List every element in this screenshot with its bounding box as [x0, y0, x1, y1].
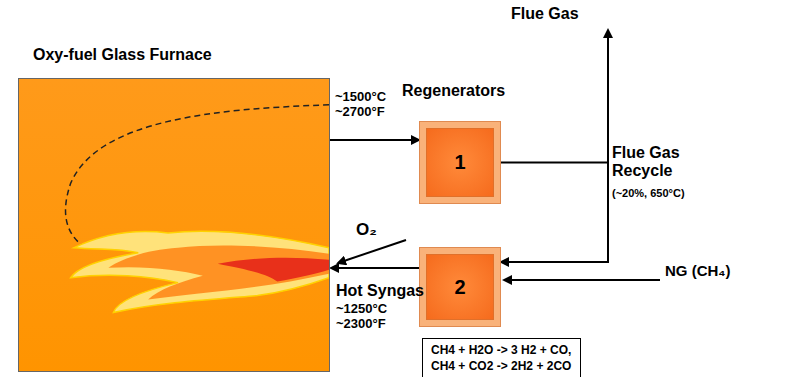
part-label: Regenerators [402, 82, 505, 100]
regenerator-box: 2 [420, 248, 500, 326]
stream-label: Flue Gas Recycle [612, 144, 696, 181]
stream-label: NG (CH₄) [665, 262, 730, 279]
flame-outer [71, 231, 329, 312]
ng-arrow [504, 279, 660, 281]
flow-arrow [500, 163, 608, 263]
reaction-box: CH4 + H2O -> 3 H2 + CO,CH4 + CO2 -> 2H2 … [422, 338, 581, 377]
stream-label: Hot Syngas [336, 282, 424, 300]
temperature-label: ~1250°C ~2300°F [336, 302, 402, 332]
flow-arrow [330, 139, 419, 141]
regenerator-box: 1 [420, 122, 500, 203]
note-label: (~20%, 650°C) [612, 187, 685, 200]
stream-label: Flue Gas [511, 5, 579, 23]
regenerator-number: 2 [454, 276, 465, 299]
flame-illustration [19, 79, 329, 371]
gas-path-line [66, 105, 329, 250]
flame-middle [108, 245, 329, 299]
regenerator-number: 1 [454, 151, 465, 174]
reaction-equation: CH4 + H2O -> 3 H2 + CO, [431, 342, 572, 358]
temperature-label: ~1500°C ~2700°F [335, 90, 401, 120]
furnace-title: Oxy-fuel Glass Furnace [33, 46, 212, 64]
flame-core [218, 258, 329, 282]
reaction-equation: CH4 + CO2 -> 2H2 + 2CO [431, 358, 572, 374]
furnace-box: Oxy-fuel Glass Furnace [18, 78, 330, 372]
flue-gas-arrow [607, 30, 609, 162]
stream-label: O₂ [356, 220, 377, 240]
flow-arrow [331, 267, 420, 269]
oxygen-arrow [338, 240, 406, 263]
